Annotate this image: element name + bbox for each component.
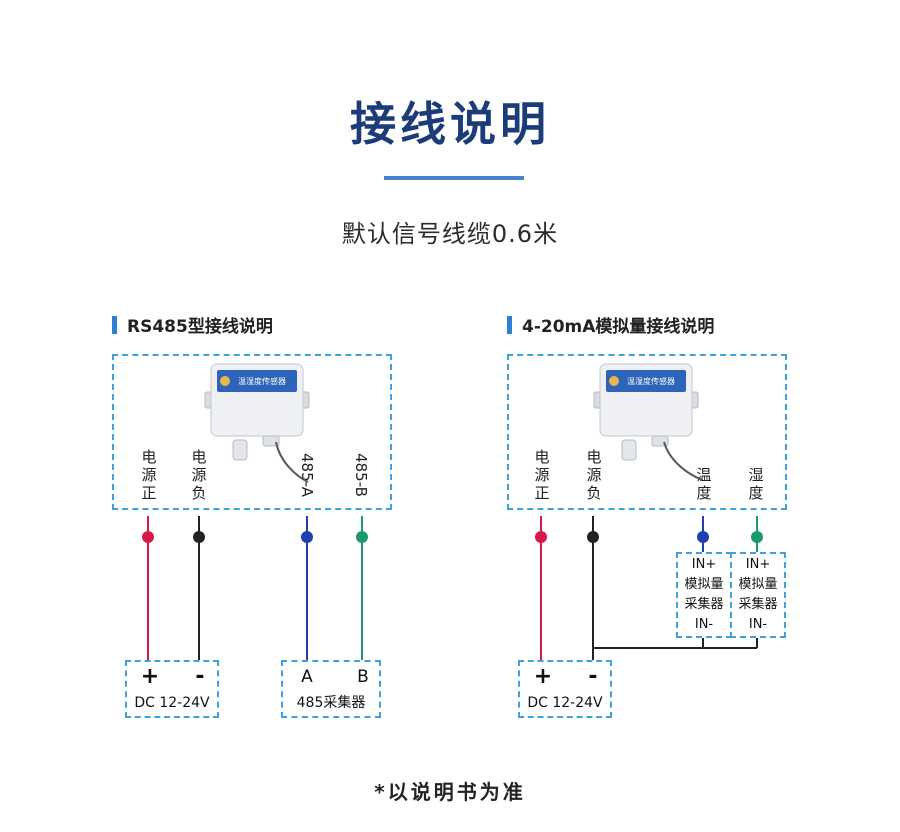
collector-type: 模拟量 [684,577,724,592]
rs485-wire-label-power-pos: 电源正 [141,448,157,502]
analog-dot-humidity [751,531,763,543]
title-underline [384,176,524,180]
analog-dot-power-neg [587,531,599,543]
rs485-collector-terminal: A B 485采集器 [281,660,381,718]
rs485-frame [112,354,392,510]
analog-power-caption: DC 12-24V [527,695,603,711]
collector-in-plus: IN+ [745,557,771,572]
collector-type: 模拟量 [738,577,778,592]
analog-heading-text: 4-20mA模拟量接线说明 [522,317,715,337]
rs485-collector-b: B [357,667,369,687]
analog-power-plus: + [533,664,553,689]
analog-power-minus: - [588,664,598,689]
page-subtitle: 默认信号线缆0.6米 [341,220,559,248]
collector-name: 采集器 [684,597,724,612]
rs485-dot-power-pos [142,531,154,543]
rs485-collector-a: A [301,667,313,687]
analog-sensor-cable [663,441,703,481]
analog-heading: 4-20mA模拟量接线说明 [507,312,714,337]
rs485-wire-label-power-neg: 电源负 [191,448,207,502]
analog-wire-label-power-neg: 电源负 [586,448,602,502]
analog-frame [507,354,787,510]
rs485-heading-text: RS485型接线说明 [127,317,273,337]
analog-collector-temperature: IN+ 模拟量 采集器 IN- [676,552,732,638]
heading-marker [112,315,117,334]
heading-marker [507,315,512,334]
rs485-power-terminal: + - DC 12-24V [125,660,219,718]
collector-in-minus: IN- [694,617,714,632]
analog-sensor-image [593,363,699,461]
rs485-dot-power-neg [193,531,205,543]
page-title: 接线说明 [350,97,550,151]
rs485-power-minus: - [195,664,205,689]
analog-wire-label-power-pos: 电源正 [534,448,550,502]
analog-dot-power-pos [535,531,547,543]
collector-name: 采集器 [738,597,778,612]
collector-in-plus: IN+ [691,557,717,572]
analog-collector-humidity: IN+ 模拟量 采集器 IN- [730,552,786,638]
analog-wire-label-humidity: 湿度 [748,466,764,502]
rs485-dot-485a [301,531,313,543]
rs485-power-plus: + [140,664,160,689]
rs485-dot-485b [356,531,368,543]
collector-in-minus: IN- [748,617,768,632]
rs485-sensor-cable [275,441,309,483]
analog-power-terminal: + - DC 12-24V [518,660,612,718]
analog-return-bus [593,638,758,649]
analog-sensor-label: 温湿度传感器 [627,377,675,386]
rs485-power-caption: DC 12-24V [134,695,210,711]
rs485-sensor-label: 温湿度传感器 [238,377,286,386]
rs485-collector-caption: 485采集器 [296,695,366,711]
rs485-heading: RS485型接线说明 [112,312,273,337]
footnote: *以说明书为准 [374,780,526,804]
analog-dot-temperature [697,531,709,543]
rs485-sensor-image [204,363,310,461]
